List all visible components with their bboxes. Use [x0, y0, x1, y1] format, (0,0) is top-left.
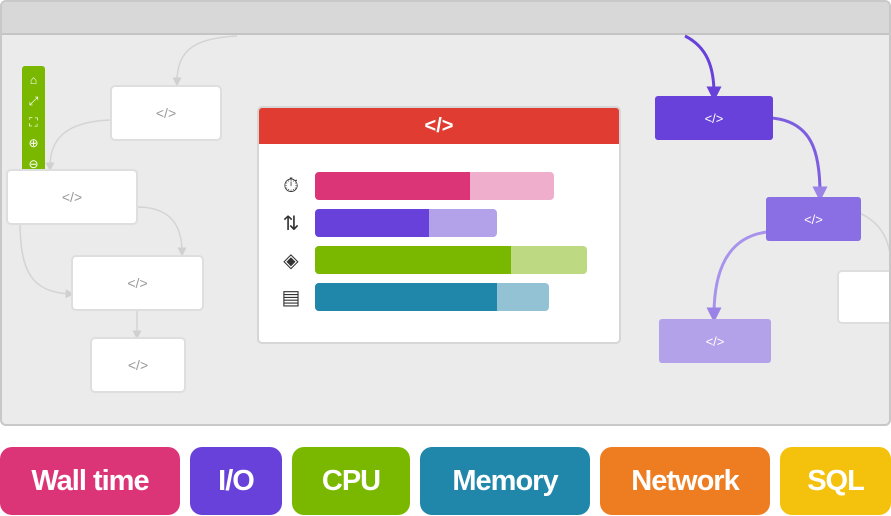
code-icon: </> — [127, 275, 148, 291]
legend-network: Network — [600, 447, 770, 515]
edge-hot — [771, 116, 828, 202]
metric-bar-exclusive — [315, 172, 471, 200]
legend-label: SQL — [807, 464, 865, 497]
expand-icon[interactable]: ⤢ — [28, 93, 39, 108]
callgraph-node[interactable]: </> — [110, 85, 222, 141]
edge — [45, 119, 111, 172]
legend-io: I/O — [190, 447, 282, 515]
callgraph-window: ⌂ ⤢ ⛶ ⊕ ⊖ </> </> </> </> </> </> </> </… — [0, 0, 891, 426]
callgraph-edges — [19, 34, 889, 340]
callgraph-node[interactable]: </> — [90, 337, 186, 393]
metric-bar-inclusive — [315, 246, 587, 274]
legend-wall-time: Wall time — [0, 447, 180, 515]
stopwatch-icon: ⏱ — [283, 174, 299, 197]
edge — [856, 211, 889, 253]
code-icon: </> — [705, 333, 725, 349]
zoom-in-icon[interactable]: ⊕ — [28, 136, 39, 151]
legend-sql: SQL — [780, 447, 891, 515]
metric-bar-exclusive — [315, 283, 498, 311]
fit-icon[interactable]: ⛶ — [29, 114, 38, 129]
legend-cpu: CPU — [292, 447, 410, 515]
callgraph-node[interactable] — [837, 270, 889, 324]
metric-row: ◈ — [259, 246, 619, 274]
callgraph-node[interactable]: </> — [71, 255, 204, 311]
code-icon: </> — [704, 110, 724, 126]
edge-hot — [684, 34, 722, 102]
metric-bar-exclusive — [315, 246, 511, 274]
io-arrows-icon: ⇅ — [282, 212, 300, 235]
legend-label: I/O — [218, 464, 255, 497]
window-titlebar — [2, 2, 889, 35]
zoom-toolbar: ⌂ ⤢ ⛶ ⊕ ⊖ — [22, 66, 45, 178]
code-icon: </> — [61, 189, 83, 205]
edge — [172, 35, 238, 87]
callgraph-node[interactable]: </> — [6, 169, 138, 225]
cpu-icon: ◈ — [283, 249, 299, 272]
code-icon: </> — [424, 114, 454, 137]
card-header: </> — [259, 108, 619, 144]
node-detail-card: </> ⏱ ⇅ ◈ ▤ — [257, 106, 621, 344]
code-icon: </> — [127, 357, 149, 373]
legend-label: Network — [631, 464, 739, 497]
hot-path-node[interactable]: </> — [655, 96, 773, 140]
legend-label: Memory — [452, 464, 558, 497]
edge — [136, 206, 187, 257]
home-icon[interactable]: ⌂ — [29, 73, 38, 88]
metric-row: ⏱ — [259, 172, 619, 200]
metric-bar-inclusive — [315, 283, 549, 311]
memory-icon: ▤ — [281, 286, 301, 309]
legend-label: CPU — [321, 464, 381, 497]
legend-label: Wall time — [31, 464, 149, 497]
code-icon: </> — [155, 105, 177, 121]
hot-path-node[interactable]: </> — [766, 197, 861, 241]
metric-bar-inclusive — [315, 172, 555, 200]
code-icon: </> — [804, 211, 823, 227]
zoom-out-icon[interactable]: ⊖ — [28, 156, 39, 171]
metric-row: ▤ — [259, 283, 619, 311]
metric-bar-inclusive — [315, 209, 498, 237]
metric-bar-exclusive — [315, 209, 430, 237]
hot-path-node[interactable]: </> — [659, 319, 771, 363]
legend-memory: Memory — [420, 447, 590, 515]
edge — [19, 221, 75, 299]
metric-row: ⇅ — [259, 209, 619, 237]
edge-hot — [706, 230, 768, 323]
